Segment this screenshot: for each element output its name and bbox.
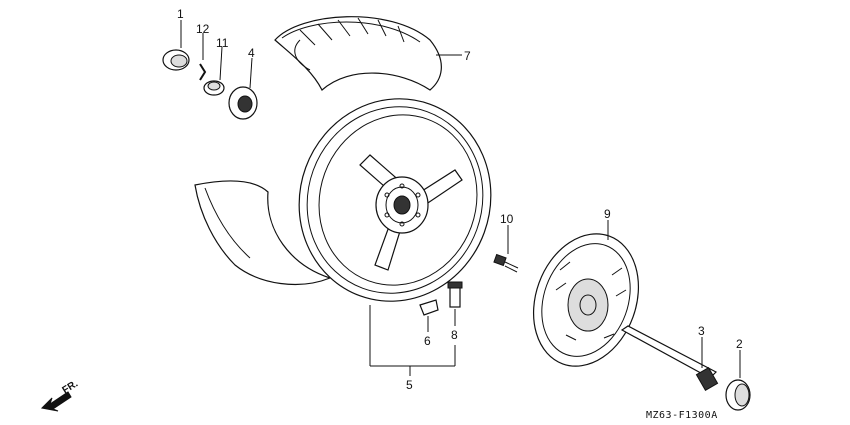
callout-2: 2 [736, 337, 743, 351]
wheel [298, 98, 492, 302]
tire-upper [274, 16, 442, 91]
callout-9: 9 [604, 207, 611, 221]
part-4-bearing [228, 57, 258, 120]
part-10-bolt [493, 225, 519, 273]
callout-5: 5 [406, 378, 413, 392]
callout-1: 1 [177, 7, 184, 21]
callout-7: 7 [464, 49, 471, 63]
diagram-code: MZ63-F1300A [646, 410, 718, 421]
direction-label: FR. [61, 378, 81, 396]
part-3-axle [620, 325, 719, 391]
part-9-disc [532, 220, 640, 367]
part-11-collar [203, 46, 225, 96]
part-1-cap [162, 20, 190, 71]
callout-6: 6 [424, 334, 431, 348]
part-8-valve [447, 281, 463, 326]
callout-3: 3 [698, 324, 705, 338]
part-2-cap [725, 350, 751, 411]
callout-10: 10 [500, 212, 514, 226]
callout-4: 4 [248, 46, 255, 60]
callout-11: 11 [216, 36, 229, 50]
front-direction-arrow-icon [40, 391, 72, 412]
part-12-clip [199, 33, 207, 81]
part-6-clip [419, 299, 439, 332]
callout-8: 8 [451, 328, 458, 342]
leader-5 [369, 305, 456, 376]
callout-12: 12 [196, 22, 210, 36]
